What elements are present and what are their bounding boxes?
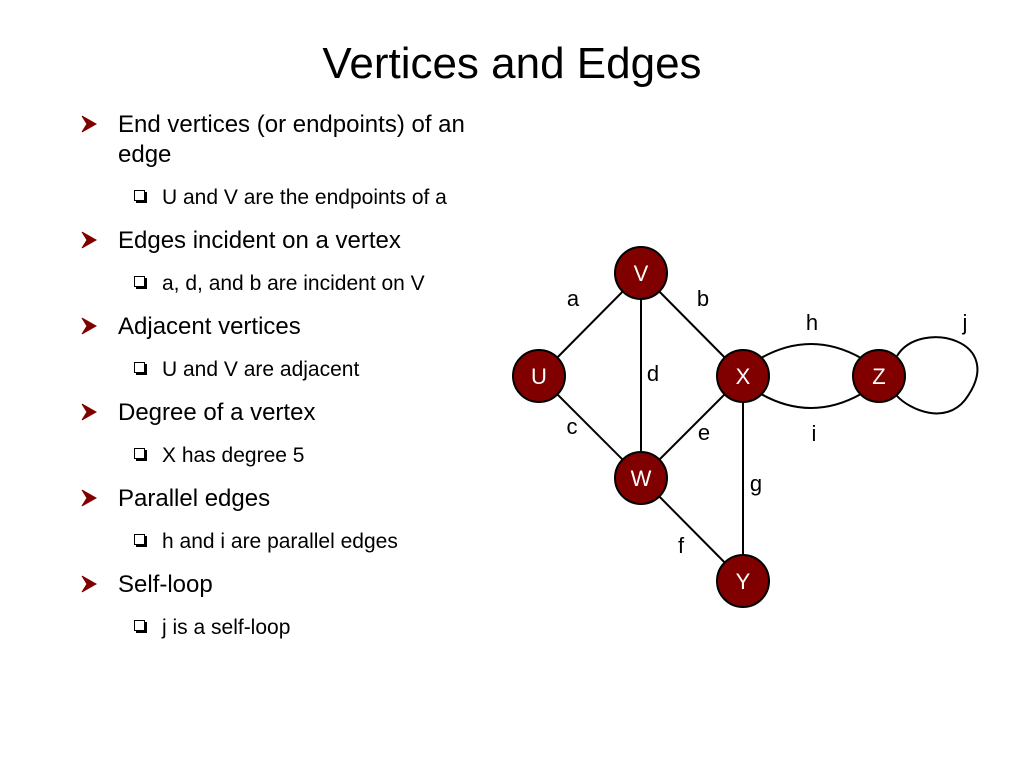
- arrow-bullet-icon: [81, 115, 98, 133]
- bullet-self-loop: Self-loop: [80, 570, 520, 600]
- edge-h: [760, 343, 862, 359]
- slide-title: Vertices and Edges: [322, 39, 702, 88]
- vertex-circle: [716, 349, 770, 403]
- bullet-text: Edges incident on a vertex: [118, 227, 401, 254]
- edge-label-f: f: [678, 533, 685, 558]
- edge-label-i: i: [812, 421, 817, 446]
- checkbox-bullet-icon: [134, 190, 145, 201]
- sub-bullet-parallel: h and i are parallel edges: [80, 529, 520, 555]
- vertex-circle: [614, 451, 668, 505]
- bullet-text: Degree of a vertex: [118, 399, 316, 426]
- edge-j: [896, 336, 979, 415]
- edge-i: [760, 393, 862, 409]
- sub-bullet-degree: X has degree 5: [80, 443, 520, 469]
- vertex-circle: [512, 349, 566, 403]
- vertex-U: U: [512, 349, 566, 403]
- sub-bullet-text: U and V are the endpoints of a: [162, 186, 447, 209]
- bullet-degree: Degree of a vertex: [80, 398, 520, 428]
- edge-label-g: g: [750, 471, 762, 496]
- vertex-circle: [716, 554, 770, 608]
- bullet-adjacent: Adjacent vertices: [80, 312, 520, 342]
- vertex-V: V: [614, 246, 668, 300]
- vertex-label: X: [736, 364, 751, 389]
- edge-label-e: e: [698, 420, 710, 445]
- vertex-label: U: [531, 364, 547, 389]
- arrow-bullet-icon: [81, 489, 98, 507]
- edge-layer: a b c d e f g h i j: [538, 272, 979, 582]
- checkbox-bullet-icon: [134, 534, 145, 545]
- vertex-layer: V U X Z W Y: [512, 246, 906, 608]
- bullet-text: Adjacent vertices: [118, 313, 301, 340]
- bullet-text: Parallel edges: [118, 485, 271, 512]
- vertex-Z: Z: [852, 349, 906, 403]
- bullet-endpoints: End vertices (or endpoints) of an edge: [80, 110, 520, 170]
- sub-bullet-self-loop: j is a self-loop: [80, 615, 520, 641]
- sub-bullet-text: j is a self-loop: [162, 616, 291, 639]
- arrow-bullet-icon: [81, 403, 98, 421]
- sub-bullet-endpoints: U and V are the endpoints of a: [80, 185, 520, 211]
- vertex-label: V: [634, 261, 649, 286]
- edge-label-j: j: [962, 310, 968, 335]
- vertex-label: Y: [736, 569, 751, 594]
- bullet-text: Self-loop: [118, 571, 213, 598]
- edge-label-d: d: [647, 361, 659, 386]
- vertex-circle: [852, 349, 906, 403]
- vertex-circle: [614, 246, 668, 300]
- sub-bullet-adjacent: U and V are adjacent: [80, 357, 520, 383]
- vertex-W: W: [614, 451, 668, 505]
- bullet-incident: Edges incident on a vertex: [80, 226, 520, 256]
- bullet-text: End vertices (or endpoints) of an edge: [118, 111, 465, 168]
- sub-bullet-text: h and i are parallel edges: [162, 530, 398, 553]
- checkbox-bullet-icon: [134, 448, 145, 459]
- edge-label-b: b: [697, 286, 709, 311]
- sub-bullet-text: X has degree 5: [162, 444, 305, 467]
- vertex-X: X: [716, 349, 770, 403]
- sub-bullet-text: U and V are adjacent: [162, 358, 360, 381]
- vertex-label: Z: [872, 364, 885, 389]
- checkbox-bullet-icon: [134, 620, 145, 631]
- bullet-list: End vertices (or endpoints) of an edge U…: [80, 110, 520, 656]
- arrow-bullet-icon: [81, 575, 98, 593]
- vertex-label: W: [631, 466, 652, 491]
- sub-bullet-incident: a, d, and b are incident on V: [80, 271, 520, 297]
- edge-label-a: a: [567, 286, 580, 311]
- edge-label-h: h: [806, 310, 818, 335]
- vertex-Y: Y: [716, 554, 770, 608]
- checkbox-bullet-icon: [134, 362, 145, 373]
- sub-bullet-text: a, d, and b are incident on V: [162, 272, 425, 295]
- arrow-bullet-icon: [81, 231, 98, 249]
- edge-label-c: c: [567, 414, 578, 439]
- bullet-parallel: Parallel edges: [80, 484, 520, 514]
- checkbox-bullet-icon: [134, 276, 145, 287]
- arrow-bullet-icon: [81, 317, 98, 335]
